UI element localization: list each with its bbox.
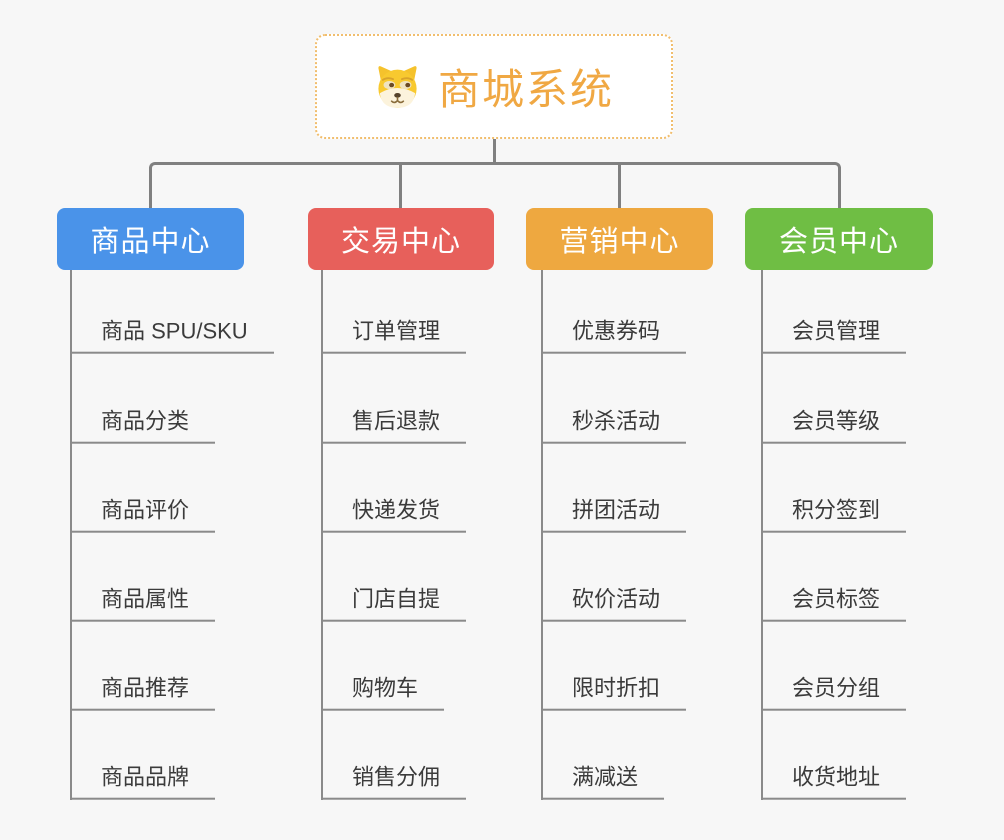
branch-node-member-center[interactable]: 会员中心 xyxy=(745,208,933,270)
leaf-node[interactable]: 商品 SPU/SKU xyxy=(70,319,274,354)
leaf-node[interactable]: 会员标签 xyxy=(761,587,907,622)
branch-rail-right xyxy=(494,162,841,209)
root-node-mall-system[interactable]: 商城系统 xyxy=(315,34,673,139)
column-line-trade-center xyxy=(321,270,323,800)
branch-label: 交易中心 xyxy=(340,226,461,258)
leaf-node[interactable]: 快递发货 xyxy=(321,498,467,533)
leaf-node[interactable]: 收货地址 xyxy=(761,765,907,800)
leaf-node[interactable]: 优惠券码 xyxy=(541,319,687,354)
leaf-node[interactable]: 限时折扣 xyxy=(541,676,687,711)
leaf-node[interactable]: 商品推荐 xyxy=(70,676,216,711)
leaf-node[interactable]: 售后退款 xyxy=(321,409,467,444)
dog-face-icon xyxy=(374,63,421,110)
leaf-node[interactable]: 积分签到 xyxy=(761,498,907,533)
column-line-member-center xyxy=(761,270,763,800)
branch-label: 会员中心 xyxy=(778,226,899,258)
branch-node-product-center[interactable]: 商品中心 xyxy=(57,208,244,270)
leaf-node[interactable]: 满减送 xyxy=(541,765,665,800)
root-title: 商城系统 xyxy=(437,66,614,113)
leaf-node[interactable]: 商品属性 xyxy=(70,587,216,622)
leaf-node[interactable]: 销售分佣 xyxy=(321,765,467,800)
column-line-marketing-center xyxy=(541,270,543,800)
leaf-node[interactable]: 商品评价 xyxy=(70,498,216,533)
branch-node-trade-center[interactable]: 交易中心 xyxy=(308,208,494,270)
branch-stub-marketing xyxy=(618,164,621,208)
root-connector-stub xyxy=(493,139,496,165)
leaf-node[interactable]: 秒杀活动 xyxy=(541,409,687,444)
branch-label: 营销中心 xyxy=(559,226,680,258)
leaf-node[interactable]: 商品分类 xyxy=(70,409,216,444)
leaf-node[interactable]: 商品品牌 xyxy=(70,765,216,800)
leaf-node[interactable]: 会员等级 xyxy=(761,409,907,444)
branch-rail-left xyxy=(149,162,494,209)
branch-stub-trade xyxy=(399,164,402,208)
leaf-node[interactable]: 拼团活动 xyxy=(541,498,687,533)
column-line-product-center xyxy=(70,270,72,800)
branch-node-marketing-center[interactable]: 营销中心 xyxy=(526,208,713,270)
leaf-node[interactable]: 会员管理 xyxy=(761,319,907,354)
branch-label: 商品中心 xyxy=(90,226,211,258)
leaf-node[interactable]: 会员分组 xyxy=(761,676,907,711)
leaf-node[interactable]: 门店自提 xyxy=(321,587,467,622)
leaf-node[interactable]: 购物车 xyxy=(321,676,445,711)
leaf-node[interactable]: 订单管理 xyxy=(321,319,467,354)
leaf-node[interactable]: 砍价活动 xyxy=(541,587,687,622)
